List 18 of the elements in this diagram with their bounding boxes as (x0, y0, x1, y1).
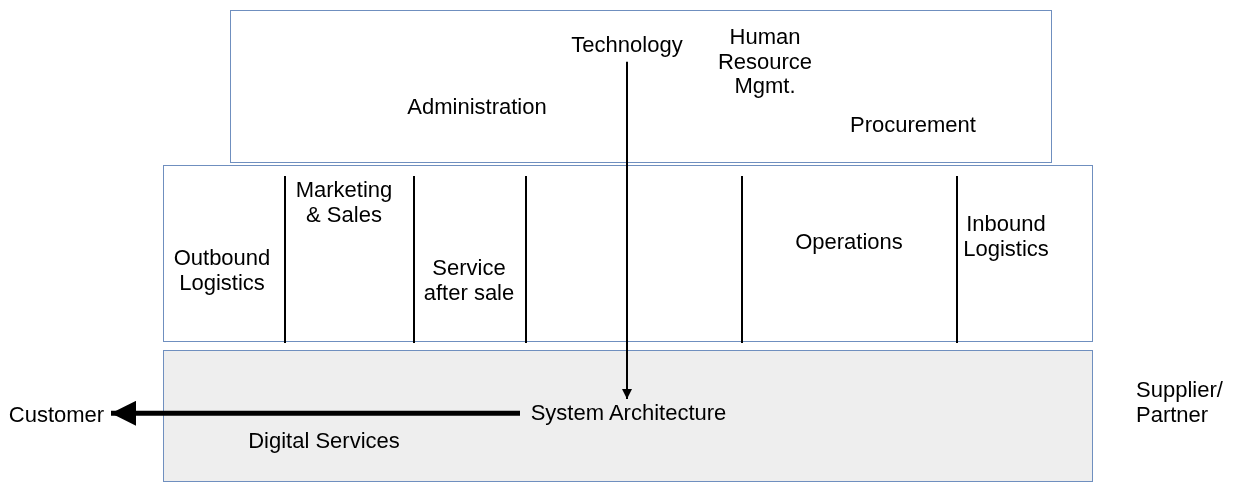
node-label: Digital Services (244, 429, 404, 454)
node-label: Outbound Logistics (166, 246, 278, 296)
primary-activities-panel (163, 165, 1093, 342)
node-label: Marketing & Sales (286, 178, 402, 228)
node-label: Human Resource Mgmt. (709, 25, 821, 99)
platform-panel (163, 350, 1093, 482)
node-label: Inbound Logistics (956, 212, 1056, 262)
node-label: Operations (784, 230, 914, 255)
node-label: Technology (567, 33, 687, 58)
node-label: Customer (4, 403, 109, 428)
arrow (622, 60, 632, 400)
node-label: Service after sale (414, 256, 524, 306)
support-activities-panel (230, 10, 1052, 163)
arrow (111, 400, 520, 426)
side-label: Supplier/ Partner (1136, 378, 1224, 428)
node-label: Administration (397, 95, 557, 120)
node-label: System Architecture (526, 401, 731, 426)
node-label: Procurement (843, 113, 983, 138)
